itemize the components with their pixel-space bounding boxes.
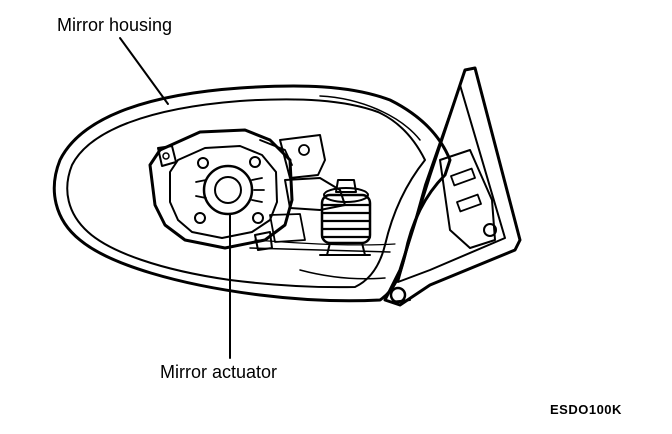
- mirror-mount-base: [383, 66, 522, 307]
- mirror-housing-label: Mirror housing: [57, 15, 173, 35]
- mirror-actuator-label: Mirror actuator: [160, 362, 278, 382]
- mirror-actuator-shape: [148, 128, 294, 251]
- housing-leader-line: [119, 37, 169, 105]
- figure-code: ESDO100K: [550, 402, 622, 417]
- leader-lines: [119, 37, 231, 359]
- adjuster-spring-assembly: [319, 179, 372, 256]
